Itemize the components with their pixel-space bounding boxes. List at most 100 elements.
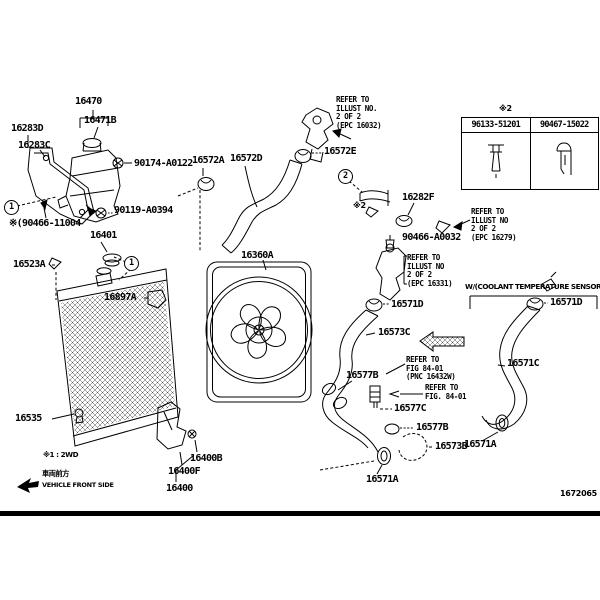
refer-line: (EPC 16032)	[336, 120, 382, 130]
part-label-16283d[interactable]: 16283D	[11, 123, 44, 134]
part-label-16571d-right[interactable]: 16571D	[550, 297, 583, 308]
fan-shroud-drawing	[205, 259, 313, 403]
part-label-90466-a0032[interactable]: 90466-A0032	[402, 232, 461, 243]
part-label-16571c[interactable]: 16571C	[507, 358, 540, 369]
clamp-cluster-16577b	[321, 380, 353, 410]
refer-note-top: REFER TO ILLUST NO. 2 OF 2 (EPC 16032)	[336, 95, 382, 131]
clip-icon-star2-mid	[365, 206, 379, 218]
part-label-16523a[interactable]: 16523A	[13, 259, 46, 270]
part-label-16577b-2[interactable]: 16577B	[416, 422, 449, 433]
diagram-bottom-border	[0, 511, 600, 516]
radiator-drawing	[56, 267, 179, 447]
arrow-up-icon-90466	[40, 199, 48, 211]
filler-cap-drawing	[100, 241, 122, 267]
refer-line: REFER TO	[407, 253, 440, 262]
circled-number-1-mid: 1	[124, 256, 139, 271]
refer-line: REFER TO	[336, 95, 369, 104]
refer-line: (EPC 16331)	[407, 278, 453, 288]
clamp-icon-16577b-2	[384, 423, 414, 435]
part-label-16572d[interactable]: 16572D	[230, 153, 263, 164]
part-label-16573b[interactable]: 16573B	[435, 441, 468, 452]
part-label-16571d-mid[interactable]: 16571D	[391, 299, 424, 310]
pipe-16282f-drawing	[359, 190, 415, 216]
refer-line: REFER TO	[471, 207, 504, 216]
part-label-90174-a0122[interactable]: 90174-A0122	[134, 158, 193, 169]
clamp-icon-16572e	[294, 149, 322, 163]
upper-hose-drawing	[221, 159, 303, 254]
variant-header-note: W/(COOLANT TEMPERATURE SENSOR)	[465, 282, 600, 291]
refer-line: 2 OF 2	[471, 224, 496, 234]
part-label-16401[interactable]: 16401	[90, 230, 117, 241]
part-label-90466-11004[interactable]: ※(90466-11004	[9, 218, 81, 229]
part-label-16535[interactable]: 16535	[15, 413, 42, 424]
part-label-16360a[interactable]: 16360A	[241, 250, 274, 261]
reserve-tank-drawing	[57, 110, 121, 223]
part-label-90119-a0394[interactable]: 90119-A0394	[114, 205, 173, 216]
bracket-16400-drawing	[156, 401, 198, 482]
circled-number-2: 2	[338, 169, 353, 184]
clip-table-col2-header: 90467-15022	[539, 120, 589, 130]
part-label-16400[interactable]: 16400	[166, 483, 193, 494]
refer-line: 2 OF 2	[336, 112, 361, 122]
part-label-16577c[interactable]: 16577C	[394, 403, 427, 414]
refer-line: (EPC 16279)	[471, 232, 517, 242]
star2-note-mid: ※2	[353, 201, 366, 210]
refer-line: REFER TO	[406, 355, 439, 364]
sensor-16577-drawing	[369, 363, 423, 408]
part-label-16400f[interactable]: 16400F	[168, 466, 201, 477]
part-label-16571a-right[interactable]: 16571A	[464, 439, 497, 450]
grommet-16571a-mid	[376, 447, 391, 475]
clip-table-col1-header: 96133-51201	[462, 118, 531, 132]
refer-note-fig2: REFER TO FIG. 84-01	[425, 383, 467, 401]
refer-line: ILLUST NO.	[336, 103, 378, 113]
part-label-16572a[interactable]: 16572A	[192, 155, 225, 166]
clamp-icon-16572a	[197, 168, 215, 191]
clamp-icon-90466	[395, 215, 413, 227]
sheet-code: 1672065	[560, 489, 597, 498]
clip-variant-table: 96133-51201 90467-15022	[461, 117, 599, 190]
part-label-16577b-1[interactable]: 16577B	[346, 370, 379, 381]
bolt-icon-90174	[112, 157, 124, 169]
refer-line: FIG. 84-01	[425, 391, 467, 401]
water-outlet-drawing	[301, 107, 352, 163]
part-label-16283c[interactable]: 16283C	[18, 140, 51, 151]
alt-arrow-left-icon	[419, 331, 465, 353]
clip-16523a-drawing	[48, 257, 62, 270]
refer-note-right: REFER TO ILLUST NO 2 OF 2 (EPC 16279)	[471, 207, 517, 243]
refer-note-fig1: REFER TO FIG 84-01 (PNC 16432W)	[406, 355, 456, 382]
mid-hose-drawing	[322, 309, 379, 453]
front-side-label-jp: 車両前方	[42, 469, 69, 478]
refer-note-mid: REFER TO ILLUST NO 2 OF 2 (EPC 16331)	[407, 253, 453, 289]
part-label-16282f[interactable]: 16282F	[402, 192, 435, 203]
elbow-16573b-drawing	[398, 432, 433, 461]
front-direction-arrow-icon	[17, 478, 39, 493]
refer-line: REFER TO	[425, 383, 458, 392]
variant-box-drawing	[469, 295, 598, 309]
part-label-16471b[interactable]: 16471B	[84, 115, 117, 126]
refer-line: (PNC 16432W)	[406, 372, 456, 382]
part-label-16572e[interactable]: 16572E	[324, 146, 357, 157]
outlet-16897a-drawing	[144, 289, 167, 309]
clip-icon-b	[556, 142, 572, 175]
variant-hose-drawing	[481, 271, 557, 442]
circled-number-1-left: 1	[4, 200, 19, 215]
bolt-icon-90119	[85, 204, 107, 219]
part-label-16573c[interactable]: 16573C	[378, 327, 411, 338]
clip-table-col2-cell	[531, 133, 599, 189]
clamp-icon-16571d-mid	[365, 298, 389, 312]
bracket-16283-drawing	[27, 135, 95, 225]
clip-table-col1-cell	[462, 133, 531, 189]
refer-line: ILLUST NO	[471, 215, 509, 225]
thermostat-drawing	[375, 235, 407, 301]
refer-line: 2 OF 2	[407, 270, 432, 280]
note1-2wd: ※1 : 2WD	[43, 450, 79, 459]
refer-line: ILLUST NO	[407, 261, 445, 271]
part-label-16571a-mid[interactable]: 16571A	[366, 474, 399, 485]
part-label-16897a[interactable]: 16897A	[104, 292, 137, 303]
star2-note-table: ※2	[499, 104, 512, 113]
part-label-16400b[interactable]: 16400B	[190, 453, 223, 464]
refer-right-arrow	[435, 219, 471, 234]
part-label-16470[interactable]: 16470	[75, 96, 102, 107]
